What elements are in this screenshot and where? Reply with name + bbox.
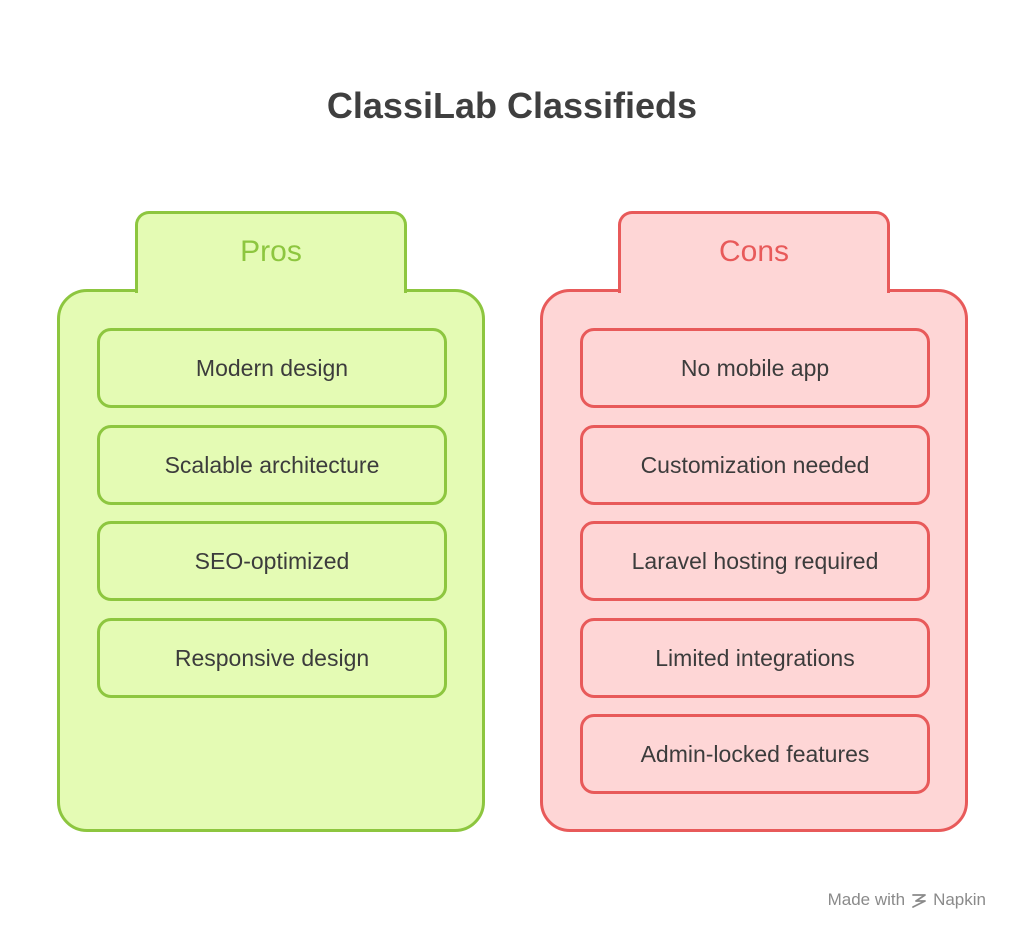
pros-panel: Modern design Scalable architecture SEO-…	[57, 289, 485, 832]
napkin-logo-icon	[911, 892, 927, 908]
cons-panel: No mobile app Customization needed Larav…	[540, 289, 968, 832]
made-with-label: Made with	[827, 890, 906, 909]
made-with-napkin-footer: Made with Napkin	[828, 890, 986, 910]
cons-tab-label: Cons	[618, 211, 890, 293]
cons-item: No mobile app	[580, 328, 930, 408]
cons-item: Admin-locked features	[580, 714, 930, 794]
pros-tab-label: Pros	[135, 211, 407, 293]
cons-item: Laravel hosting required	[580, 521, 930, 601]
pros-item: Responsive design	[97, 618, 447, 698]
pros-item: Modern design	[97, 328, 447, 408]
cons-item: Limited integrations	[580, 618, 930, 698]
napkin-brand-label: Napkin	[933, 890, 986, 909]
pros-item: Scalable architecture	[97, 425, 447, 505]
pros-item: SEO-optimized	[97, 521, 447, 601]
cons-item: Customization needed	[580, 425, 930, 505]
diagram-title: ClassiLab Classifieds	[326, 85, 698, 126]
